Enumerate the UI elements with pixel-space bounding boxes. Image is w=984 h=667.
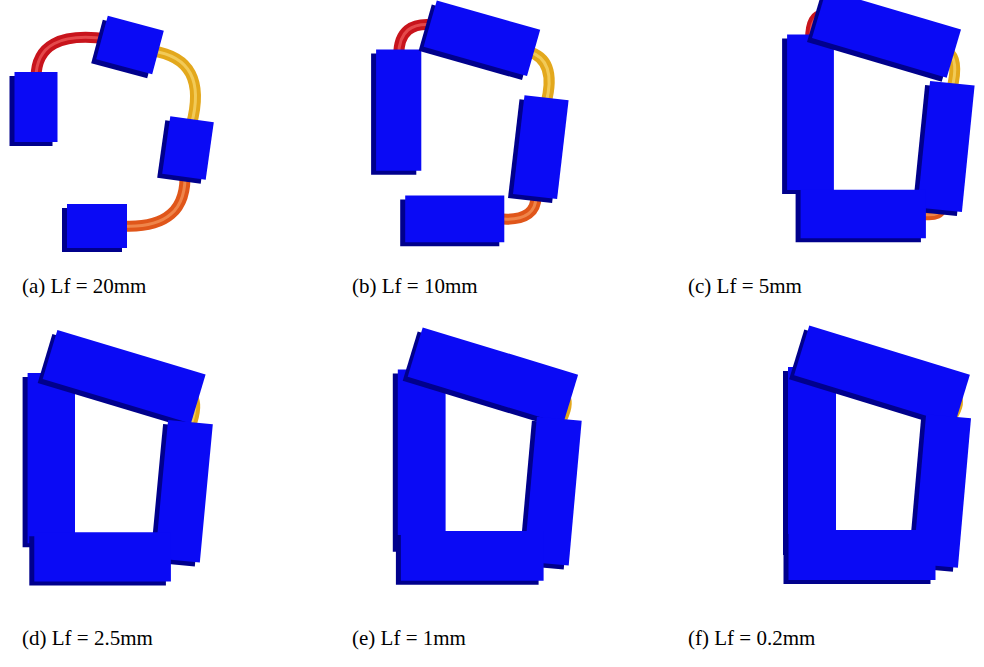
subfigure-caption: (a) Lf = 20mm: [22, 274, 146, 299]
subfigure-caption: (c) Lf = 5mm: [688, 274, 802, 299]
rigid-link: [801, 190, 926, 239]
robot-pose: [783, 326, 971, 584]
rigid-link: [408, 327, 578, 424]
robot-pose: [782, 0, 975, 242]
rigid-link: [812, 0, 961, 78]
subfigure-caption: (b) Lf = 10mm: [352, 274, 478, 299]
rigid-link: [405, 196, 504, 243]
rigid-link: [424, 0, 541, 76]
rigid-link: [34, 532, 171, 581]
rigid-link: [162, 116, 214, 180]
rigid-link: [788, 367, 836, 551]
rigid-link: [401, 531, 544, 581]
tube-highlight: [152, 51, 195, 125]
rigid-link: [67, 204, 127, 248]
rigid-link: [43, 330, 206, 424]
robot-pose: [23, 330, 213, 586]
subfigure-caption: (f) Lf = 0.2mm: [688, 626, 815, 651]
robot-pose: [371, 0, 568, 246]
rigid-link: [376, 50, 421, 171]
rigid-link: [787, 35, 834, 191]
rigid-link: [513, 95, 569, 199]
rigid-link: [917, 81, 974, 212]
subfigure-caption: (d) Lf = 2.5mm: [22, 626, 153, 651]
rigid-link: [15, 72, 58, 142]
subfigure-caption: (e) Lf = 1mm: [352, 626, 466, 651]
rigid-link: [789, 530, 936, 580]
rigid-link: [794, 326, 970, 425]
flexure-tube: [152, 51, 195, 125]
rigid-link: [28, 373, 75, 543]
rigid-link: [96, 16, 164, 74]
rigid-link: [398, 370, 446, 548]
robot-pose: [393, 327, 582, 584]
robot-pose: [10, 16, 214, 252]
